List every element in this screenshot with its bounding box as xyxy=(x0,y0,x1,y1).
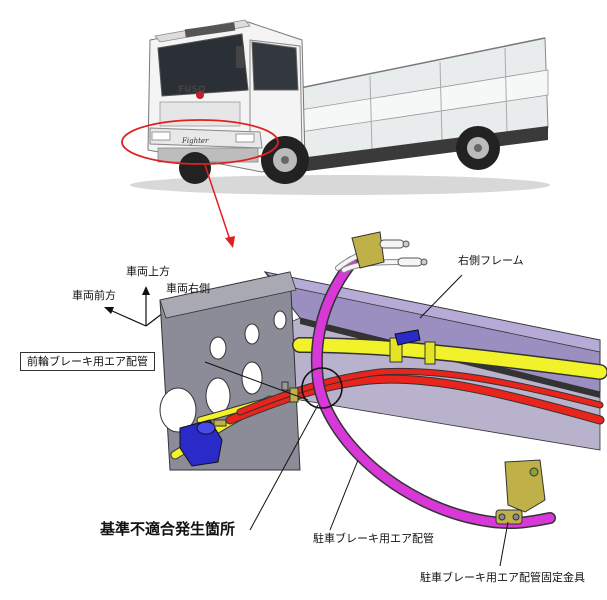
leader-lines xyxy=(204,274,509,567)
truck-model-badge: Fighter xyxy=(181,137,209,145)
callout-marker xyxy=(121,119,279,248)
callout-ellipse xyxy=(121,119,279,165)
truck-wheel-rear xyxy=(456,126,500,170)
label-front-brake-pipe: 前輪ブレーキ用エア配管 xyxy=(20,352,155,371)
label-nonconformity-location: 基準不適合発生箇所 xyxy=(100,520,236,538)
label-vehicle-right: 車両右側 xyxy=(166,282,210,295)
chassis-detail xyxy=(159,231,607,530)
label-parking-brake-pipe: 駐車ブレーキ用エア配管 xyxy=(313,532,434,545)
issue-circle xyxy=(301,367,343,409)
label-vehicle-up: 車両上方 xyxy=(126,265,170,278)
label-parking-brake-bracket: 駐車ブレーキ用エア配管固定金具 xyxy=(420,571,585,584)
parking-brake-bracket-part xyxy=(495,459,546,525)
blue-valve xyxy=(179,419,227,467)
truck-wheel-front xyxy=(261,136,309,184)
label-vehicle-front: 車両前方 xyxy=(72,289,116,302)
callout-arrow xyxy=(204,164,231,241)
label-right-frame: 右側フレーム xyxy=(458,254,524,267)
front-brake-air-pipe-red xyxy=(225,367,605,425)
truck-illustration: FUSO Fighter xyxy=(130,19,550,195)
truck-brand-badge: FUSO xyxy=(178,85,206,95)
